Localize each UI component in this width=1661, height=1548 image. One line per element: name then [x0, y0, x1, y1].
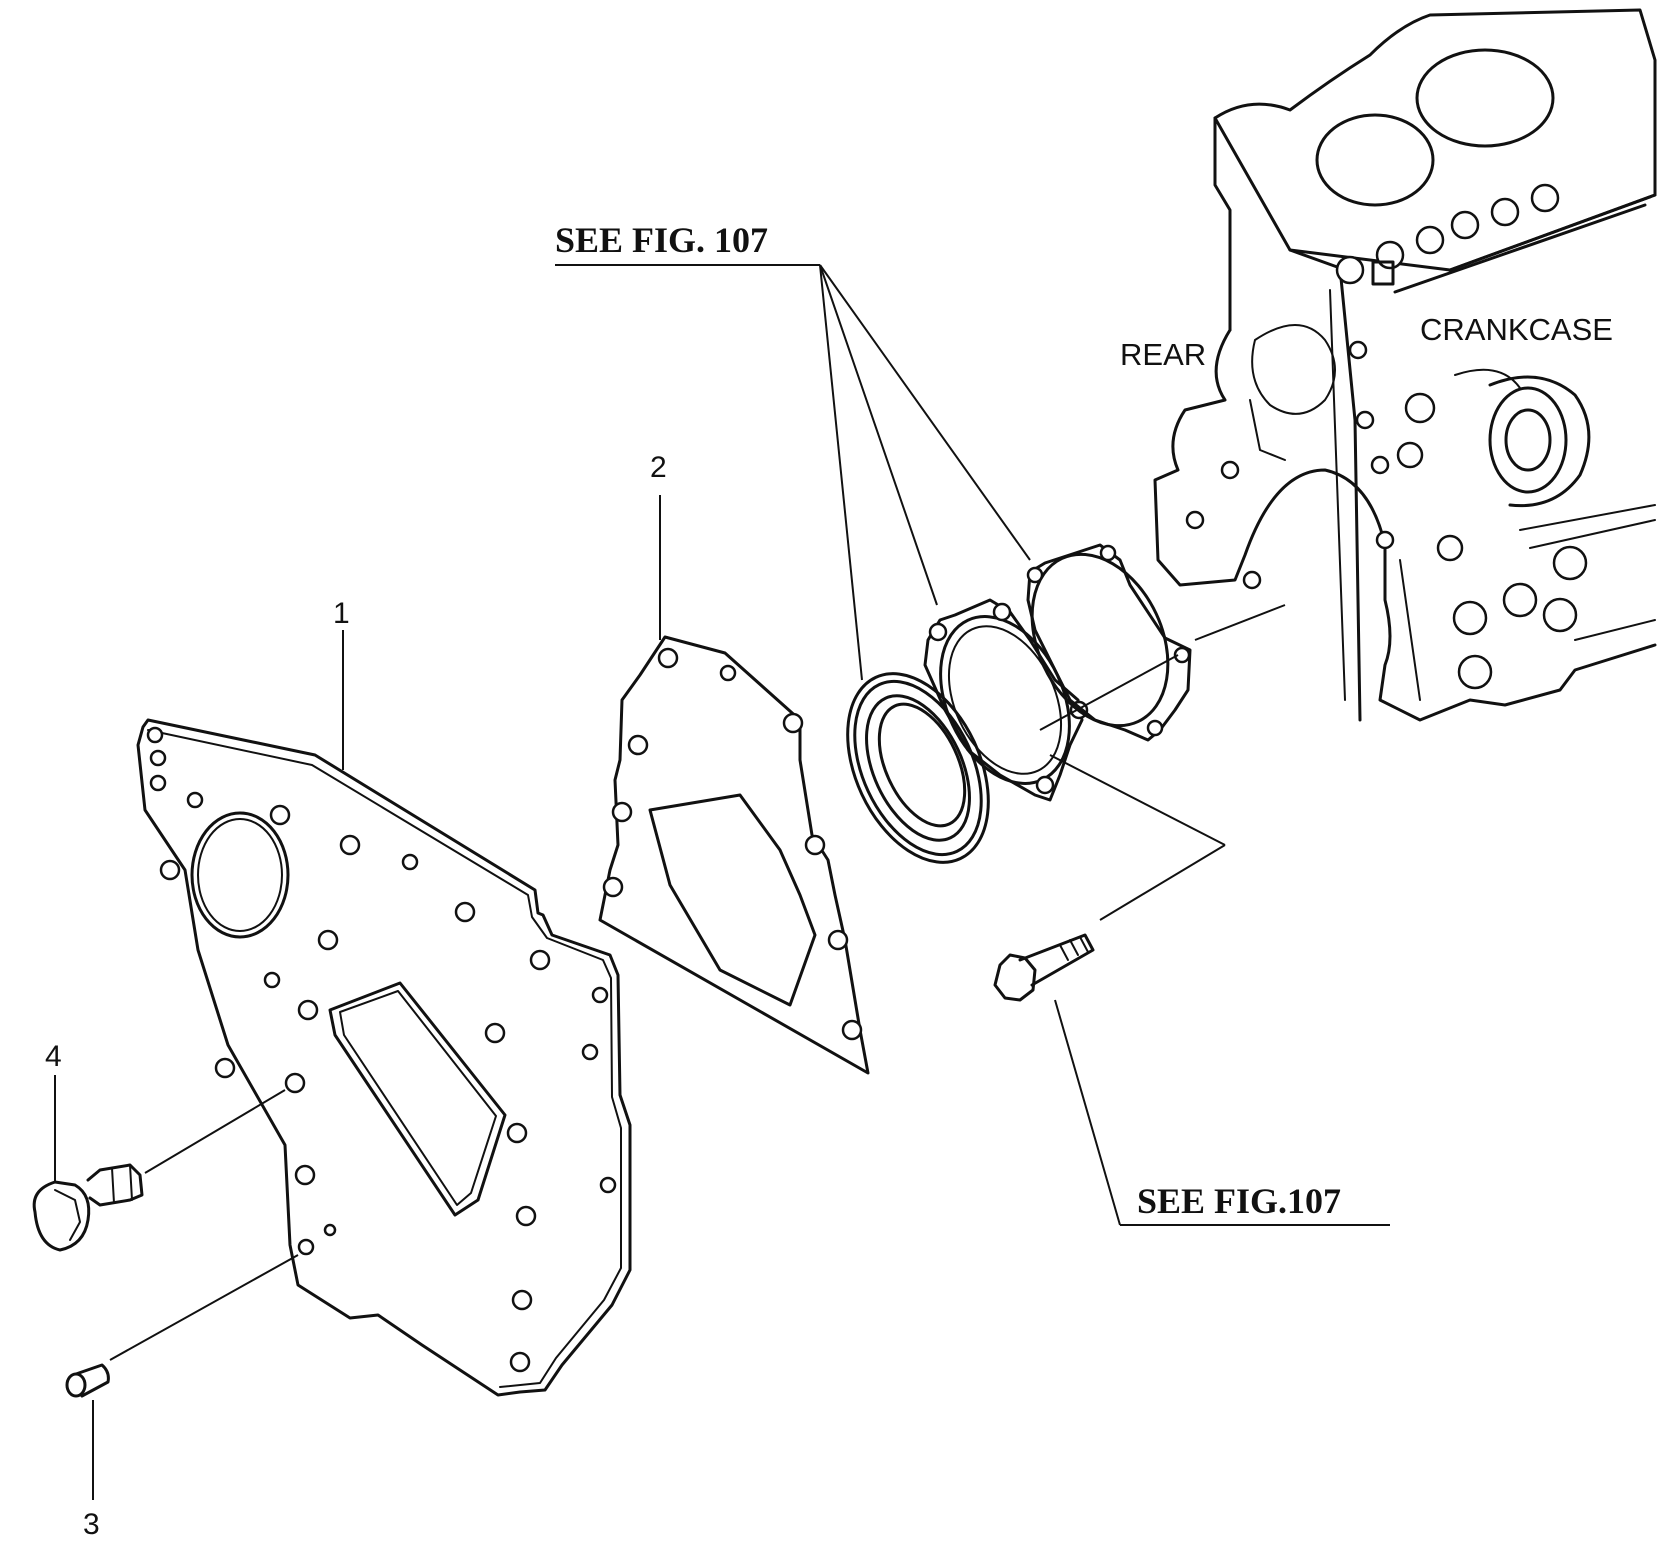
part-4-flange-bolt — [32, 1163, 144, 1252]
part-1-rear-plate — [136, 718, 632, 1397]
crankcase-drawing — [1153, 8, 1657, 722]
callout-2: 2 — [650, 451, 667, 484]
see-fig-107-bottom-label: SEE FIG.107 — [1137, 1181, 1341, 1221]
retainer-bolt — [993, 933, 1095, 1002]
callout-1: 1 — [333, 597, 350, 630]
leader-lines — [54, 264, 1390, 1500]
callout-3: 3 — [83, 1508, 100, 1541]
oil-seal — [846, 672, 990, 864]
part-2-gasket — [598, 635, 870, 1075]
part-3-dowel-pin — [65, 1363, 110, 1398]
retainer-gasket — [1026, 543, 1192, 742]
seal-retainer — [923, 598, 1089, 802]
callout-4: 4 — [45, 1040, 62, 1073]
crankcase-label: CRANKCASE — [1420, 312, 1613, 347]
rear-label: REAR — [1120, 337, 1206, 372]
see-fig-107-top-label: SEE FIG. 107 — [555, 220, 768, 260]
